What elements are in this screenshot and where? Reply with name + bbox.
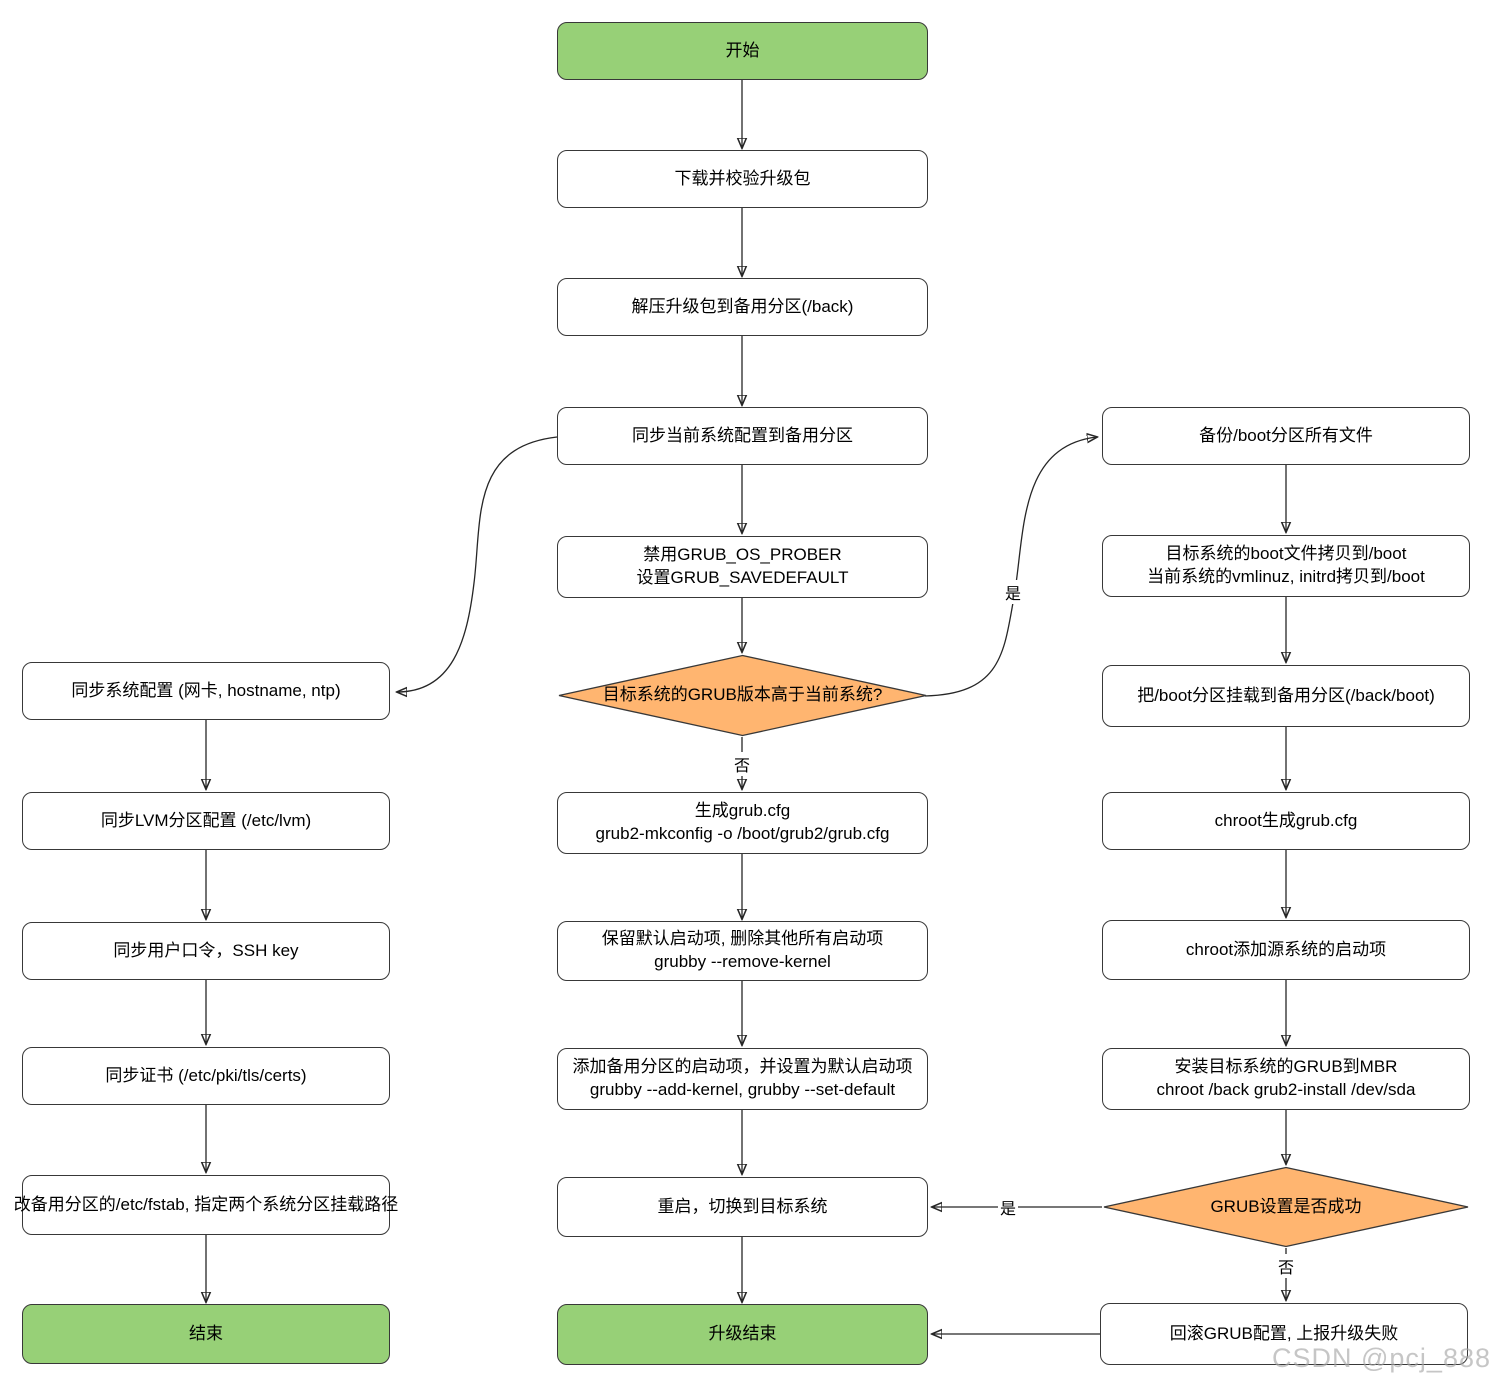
node-end-label: 结束 xyxy=(189,1323,223,1343)
node-keep-default: 保留默认启动项, 删除其他所有启动项 grubby --remove-kerne… xyxy=(557,921,928,981)
node-keep-default-line2: grubby --remove-kernel xyxy=(654,952,831,971)
node-copy-boot-line1: 目标系统的boot文件拷贝到/boot xyxy=(1165,544,1407,564)
node-fstab: 改备用分区的/etc/fstab, 指定两个系统分区挂载路径 xyxy=(14,1175,398,1235)
node-sync-lvm: 同步LVM分区配置 (/etc/lvm) xyxy=(22,792,390,850)
decision-grub-ok-shape xyxy=(1103,1166,1469,1248)
decision-grub-version: 目标系统的GRUB版本高于当前系统? xyxy=(557,654,928,737)
node-sync-current: 同步当前系统配置到备用分区 xyxy=(557,407,928,465)
node-grub-flags-line1: 禁用GRUB_OS_PROBER xyxy=(643,545,842,565)
node-sync-lvm-label: 同步LVM分区配置 (/etc/lvm) xyxy=(100,810,312,830)
node-install-grub: 安装目标系统的GRUB到MBR chroot /back grub2-insta… xyxy=(1102,1048,1470,1110)
edge-label-ok-no: 否 xyxy=(1275,1254,1297,1278)
node-download: 下载并校验升级包 xyxy=(557,150,928,208)
node-sync-pwd-label: 同步用户口令，SSH key xyxy=(113,940,299,960)
node-backup-boot: 备份/boot分区所有文件 xyxy=(1102,407,1470,465)
node-rollback-label: 回滚GRUB配置, 上报升级失败 xyxy=(1169,1323,1399,1343)
node-gen-grubcfg-line1: 生成grub.cfg xyxy=(694,801,791,821)
node-add-default-line1: 添加备用分区的启动项，并设置为默认启动项 xyxy=(572,1057,913,1077)
node-gen-grubcfg: 生成grub.cfg grub2-mkconfig -o /boot/grub2… xyxy=(557,792,928,854)
node-mount-boot: 把/boot分区挂载到备用分区(/back/boot) xyxy=(1102,665,1470,727)
curve-decision-yes-backupboot xyxy=(924,437,1097,697)
node-chroot-cfg: chroot生成grub.cfg xyxy=(1102,792,1470,850)
node-install-grub-line1: 安装目标系统的GRUB到MBR xyxy=(1174,1057,1398,1077)
node-chroot-cfg-label: chroot生成grub.cfg xyxy=(1214,810,1358,830)
decision-grub-ok-label: GRUB设置是否成功 xyxy=(1210,1196,1362,1216)
node-keep-default-line1: 保留默认启动项, 删除其他所有启动项 xyxy=(601,929,884,949)
node-upgrade-end-label: 升级结束 xyxy=(708,1324,777,1344)
node-reboot: 重启，切换到目标系统 xyxy=(557,1177,928,1237)
edge-label-ok-yes: 是 xyxy=(997,1195,1019,1219)
node-copy-boot: 目标系统的boot文件拷贝到/boot 当前系统的vmlinuz, initrd… xyxy=(1102,535,1470,597)
curve-synccurrent-syncsys xyxy=(397,436,558,692)
node-backup-boot-label: 备份/boot分区所有文件 xyxy=(1199,425,1373,445)
node-install-grub-line2: chroot /back grub2-install /dev/sda xyxy=(1156,1080,1416,1099)
node-extract: 解压升级包到备用分区(/back) xyxy=(557,278,928,336)
node-grub-flags-line2: 设置GRUB_SAVEDEFAULT xyxy=(636,568,849,587)
node-gen-grubcfg-line2: grub2-mkconfig -o /boot/grub2/grub.cfg xyxy=(595,824,890,843)
decision-grub-version-shape xyxy=(558,654,927,737)
node-start-label: 开始 xyxy=(725,40,760,60)
node-sync-cert-label: 同步证书 (/etc/pki/tls/certs) xyxy=(105,1065,307,1085)
decision-grub-ok: GRUB设置是否成功 xyxy=(1102,1166,1470,1248)
node-chroot-add-label: chroot添加源系统的启动项 xyxy=(1185,939,1387,959)
node-extract-label: 解压升级包到备用分区(/back) xyxy=(631,296,854,316)
node-sync-pwd: 同步用户口令，SSH key xyxy=(22,922,390,980)
node-upgrade-end: 升级结束 xyxy=(557,1304,928,1365)
node-reboot-label: 重启，切换到目标系统 xyxy=(657,1196,828,1216)
node-chroot-add: chroot添加源系统的启动项 xyxy=(1102,920,1470,980)
node-download-label: 下载并校验升级包 xyxy=(674,168,811,188)
decision-grub-version-label: 目标系统的GRUB版本高于当前系统? xyxy=(602,685,883,705)
node-sync-sys: 同步系统配置 (网卡, hostname, ntp) xyxy=(22,662,390,720)
edge-label-version-yes: 是 xyxy=(1002,580,1024,604)
node-fstab-label: 改备用分区的/etc/fstab, 指定两个系统分区挂载路径 xyxy=(13,1194,399,1214)
node-sync-current-label: 同步当前系统配置到备用分区 xyxy=(632,425,853,445)
node-rollback: 回滚GRUB配置, 上报升级失败 xyxy=(1100,1303,1468,1365)
node-mount-boot-label: 把/boot分区挂载到备用分区(/back/boot) xyxy=(1137,685,1435,705)
node-end: 结束 xyxy=(22,1304,390,1364)
node-add-default-line2: grubby --add-kernel, grubby --set-defaul… xyxy=(589,1080,896,1099)
node-add-default: 添加备用分区的启动项，并设置为默认启动项 grubby --add-kernel… xyxy=(557,1048,928,1110)
csdn-watermark: CSDN @pcj_888 xyxy=(1272,1343,1491,1373)
node-copy-boot-line2: 当前系统的vmlinuz, initrd拷贝到/boot xyxy=(1147,567,1425,586)
node-sync-sys-label: 同步系统配置 (网卡, hostname, ntp) xyxy=(71,680,341,700)
node-start: 开始 xyxy=(557,22,928,80)
node-grub-flags: 禁用GRUB_OS_PROBER 设置GRUB_SAVEDEFAULT xyxy=(557,536,928,598)
node-sync-cert: 同步证书 (/etc/pki/tls/certs) xyxy=(22,1047,390,1105)
edge-label-version-no: 否 xyxy=(731,752,753,776)
